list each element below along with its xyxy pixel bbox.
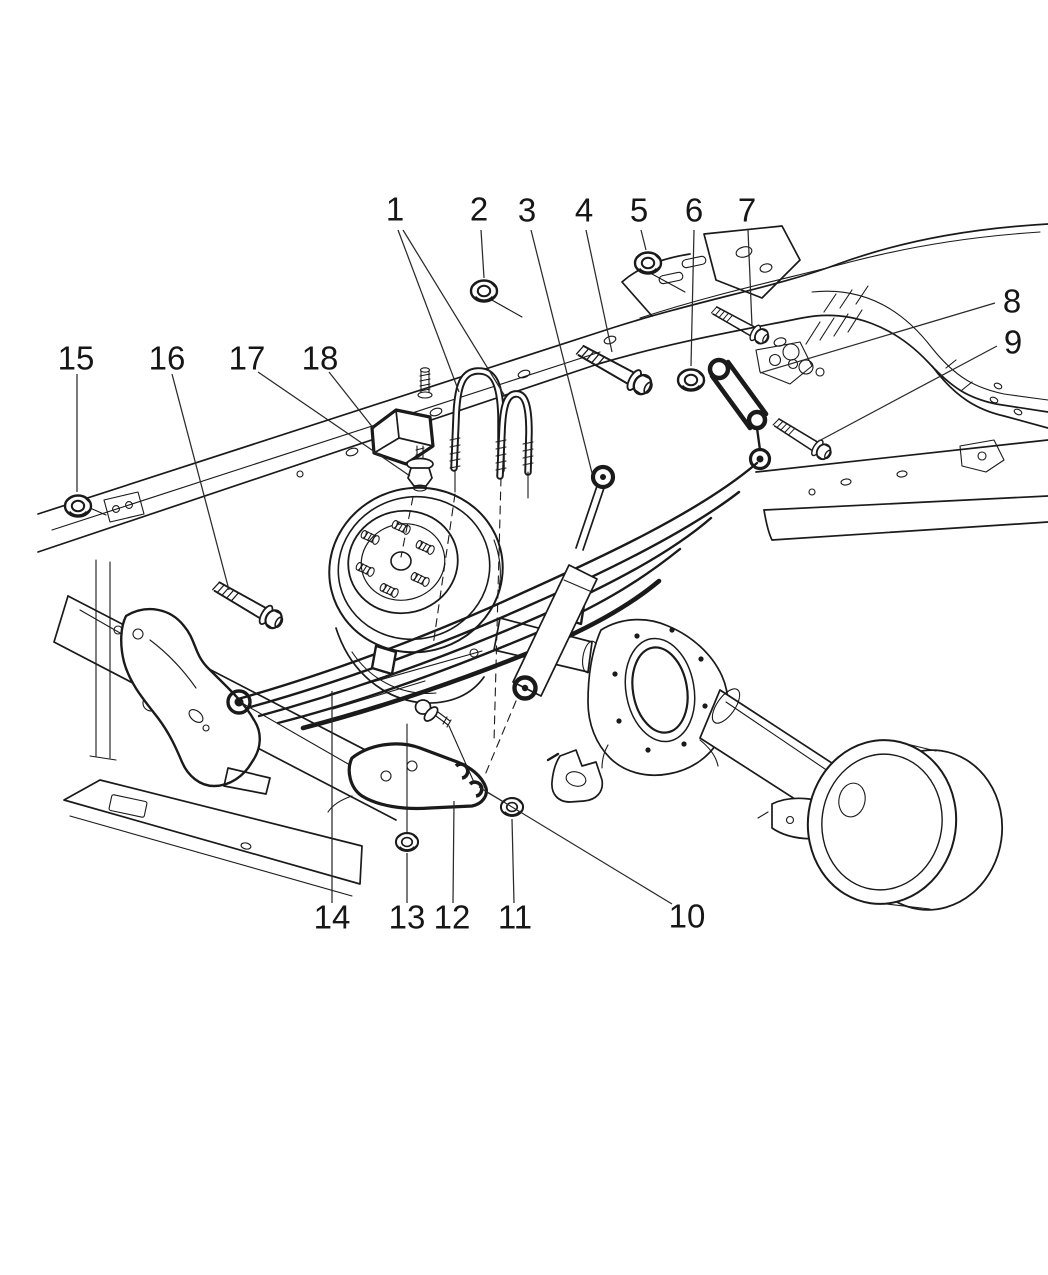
callout-16: 16 <box>149 340 186 377</box>
shackle-assembly <box>707 341 813 452</box>
spring-front-eye <box>226 689 252 715</box>
spring-plate-assembly <box>327 699 488 813</box>
crossmember-hatching <box>805 285 869 345</box>
leader-line-18 <box>328 371 375 430</box>
leader-line-8 <box>759 302 996 374</box>
leader-line-12 <box>452 800 455 904</box>
callout-2: 2 <box>470 191 488 228</box>
assembly-lines <box>400 273 686 834</box>
spring-plate <box>347 742 488 811</box>
callout-3: 3 <box>518 192 536 229</box>
plate-bolt <box>414 699 452 728</box>
hanger-foot <box>223 767 271 795</box>
callout-6: 6 <box>685 192 703 229</box>
front-hanger-bracket <box>120 608 271 795</box>
bump-stop <box>370 408 435 466</box>
callout-11: 11 <box>498 899 532 936</box>
u-bolts <box>449 367 534 499</box>
callout-10: 10 <box>669 898 706 935</box>
callout-17: 17 <box>229 340 266 377</box>
leader-line-6 <box>690 229 695 367</box>
crossmember-flange <box>639 231 1041 319</box>
callout-13: 13 <box>389 899 426 936</box>
leader-line-11 <box>511 818 515 904</box>
rail-bracket <box>959 439 1005 473</box>
differential-housing <box>587 618 729 777</box>
left-brake-drum <box>328 486 504 704</box>
diff-flange-bolts <box>612 627 708 753</box>
leader-line-7 <box>747 229 753 327</box>
shock-rod <box>575 485 605 551</box>
leader-line-1-1 <box>397 229 460 393</box>
far-rail-top-edge <box>37 223 1048 515</box>
callout-8: 8 <box>1003 283 1021 320</box>
callout-1: 1 <box>386 191 404 228</box>
pinion-yoke <box>546 749 604 803</box>
u-bolt-threads <box>449 437 534 499</box>
leader-line-16 <box>171 373 230 591</box>
bump-stop-stud <box>417 367 433 399</box>
leader-line-1-2 <box>402 229 507 399</box>
bump-stop-assembly <box>370 367 435 492</box>
leaf-spring <box>226 447 772 731</box>
shackle-plates <box>709 359 769 431</box>
leader-line-5 <box>640 229 647 251</box>
nut-2 <box>469 279 499 303</box>
far-rail-inner-line <box>51 351 601 531</box>
axle-assembly <box>493 617 1004 911</box>
callout-18: 18 <box>302 340 339 377</box>
callout-5: 5 <box>630 192 648 229</box>
nut-6 <box>676 368 706 392</box>
shackle-upper-bushing <box>707 357 731 381</box>
near-frame-rail-rear <box>755 439 1048 541</box>
nut-15 <box>63 494 93 518</box>
lower-sill-band <box>63 779 363 897</box>
leaf-4 <box>276 547 682 725</box>
shock-upper-eye <box>590 464 616 490</box>
leader-line-17 <box>257 371 411 477</box>
callout-12: 12 <box>434 899 471 936</box>
bump-stop-screw <box>406 445 434 492</box>
shock-lower-eye <box>512 675 538 701</box>
callout-14: 14 <box>314 899 351 936</box>
far-rail-kick-inner <box>811 290 1048 401</box>
callout-4: 4 <box>575 192 593 229</box>
leaf-2 <box>245 490 741 710</box>
leaf-1 <box>236 461 759 701</box>
shackle-frame-web <box>755 341 813 385</box>
frame-side-bracket <box>89 491 145 523</box>
plate-hook-2 <box>468 780 484 798</box>
nut-5 <box>633 251 663 275</box>
leader-line-2 <box>480 229 485 279</box>
frame-strut <box>89 559 117 761</box>
plate-hook-1 <box>454 762 470 780</box>
leader-line-10 <box>478 786 673 905</box>
shock-absorber <box>512 464 616 701</box>
shock-body-tube <box>512 564 598 697</box>
right-hub-drum <box>806 739 1004 911</box>
leader-line-4 <box>585 229 613 353</box>
callout-7: 7 <box>738 192 756 229</box>
callout-15: 15 <box>58 340 95 377</box>
upper-mount-bracket <box>703 225 801 299</box>
leader-line-3 <box>530 229 593 474</box>
nut-13 <box>394 831 420 853</box>
leaf-3 <box>257 516 713 718</box>
near-rail-rear-holes <box>808 470 908 496</box>
callout-9: 9 <box>1004 324 1022 361</box>
leader-line-9 <box>816 345 998 443</box>
